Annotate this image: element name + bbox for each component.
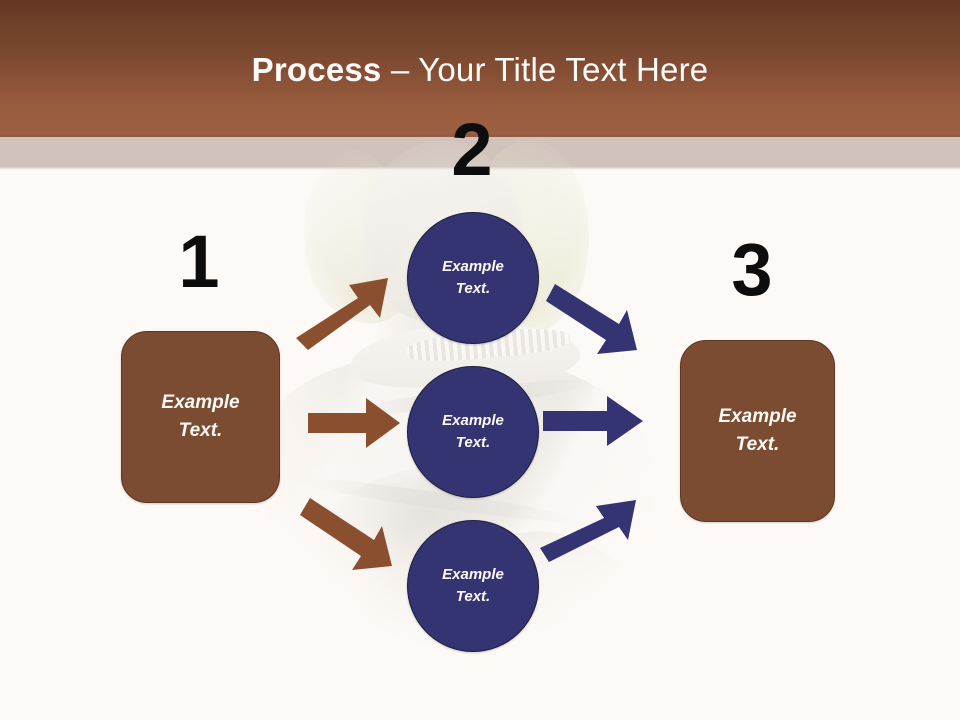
process-input-box[interactable]: Example Text. — [121, 331, 280, 503]
step-number-3: 3 — [731, 228, 773, 311]
process-circle-1[interactable]: Example Text. — [407, 212, 539, 344]
process-circle-3-line2: Text. — [455, 588, 491, 605]
page-title-bold: Process — [251, 51, 382, 88]
process-circle-2-line1: Example — [442, 412, 504, 429]
brown-arrow-up-right — [296, 278, 388, 350]
process-input-box-line2: Text. — [178, 420, 223, 441]
header-band — [0, 0, 960, 137]
step-number-1: 1 — [178, 220, 220, 303]
brown-arrow-down-right — [300, 498, 392, 570]
process-input-box-line1: Example — [161, 392, 240, 413]
process-circle-3-line1: Example — [442, 566, 504, 583]
process-circle-2[interactable]: Example Text. — [407, 366, 539, 498]
process-circle-1-text: Example Text. — [442, 256, 504, 300]
step-number-2: 2 — [451, 108, 493, 191]
process-circle-2-text: Example Text. — [442, 410, 504, 454]
process-output-box-line2: Text. — [735, 434, 780, 455]
process-output-box-line1: Example — [718, 406, 797, 427]
page-title-regular: – Your Title Text Here — [381, 51, 709, 88]
process-circle-3-text: Example Text. — [442, 564, 504, 608]
process-output-box[interactable]: Example Text. — [680, 340, 835, 522]
process-circle-1-line1: Example — [442, 258, 504, 275]
process-circle-2-line2: Text. — [455, 434, 491, 451]
navy-arrow-up-right — [540, 500, 636, 562]
navy-arrow-down-right — [546, 284, 637, 354]
page-title: Process – Your Title Text Here — [0, 50, 960, 90]
process-circle-1-line2: Text. — [455, 280, 491, 297]
process-circle-3[interactable]: Example Text. — [407, 520, 539, 652]
process-output-box-text: Example Text. — [718, 403, 796, 459]
brown-arrow-right — [308, 398, 400, 448]
navy-arrow-right — [543, 396, 643, 446]
process-input-box-text: Example Text. — [161, 389, 239, 445]
